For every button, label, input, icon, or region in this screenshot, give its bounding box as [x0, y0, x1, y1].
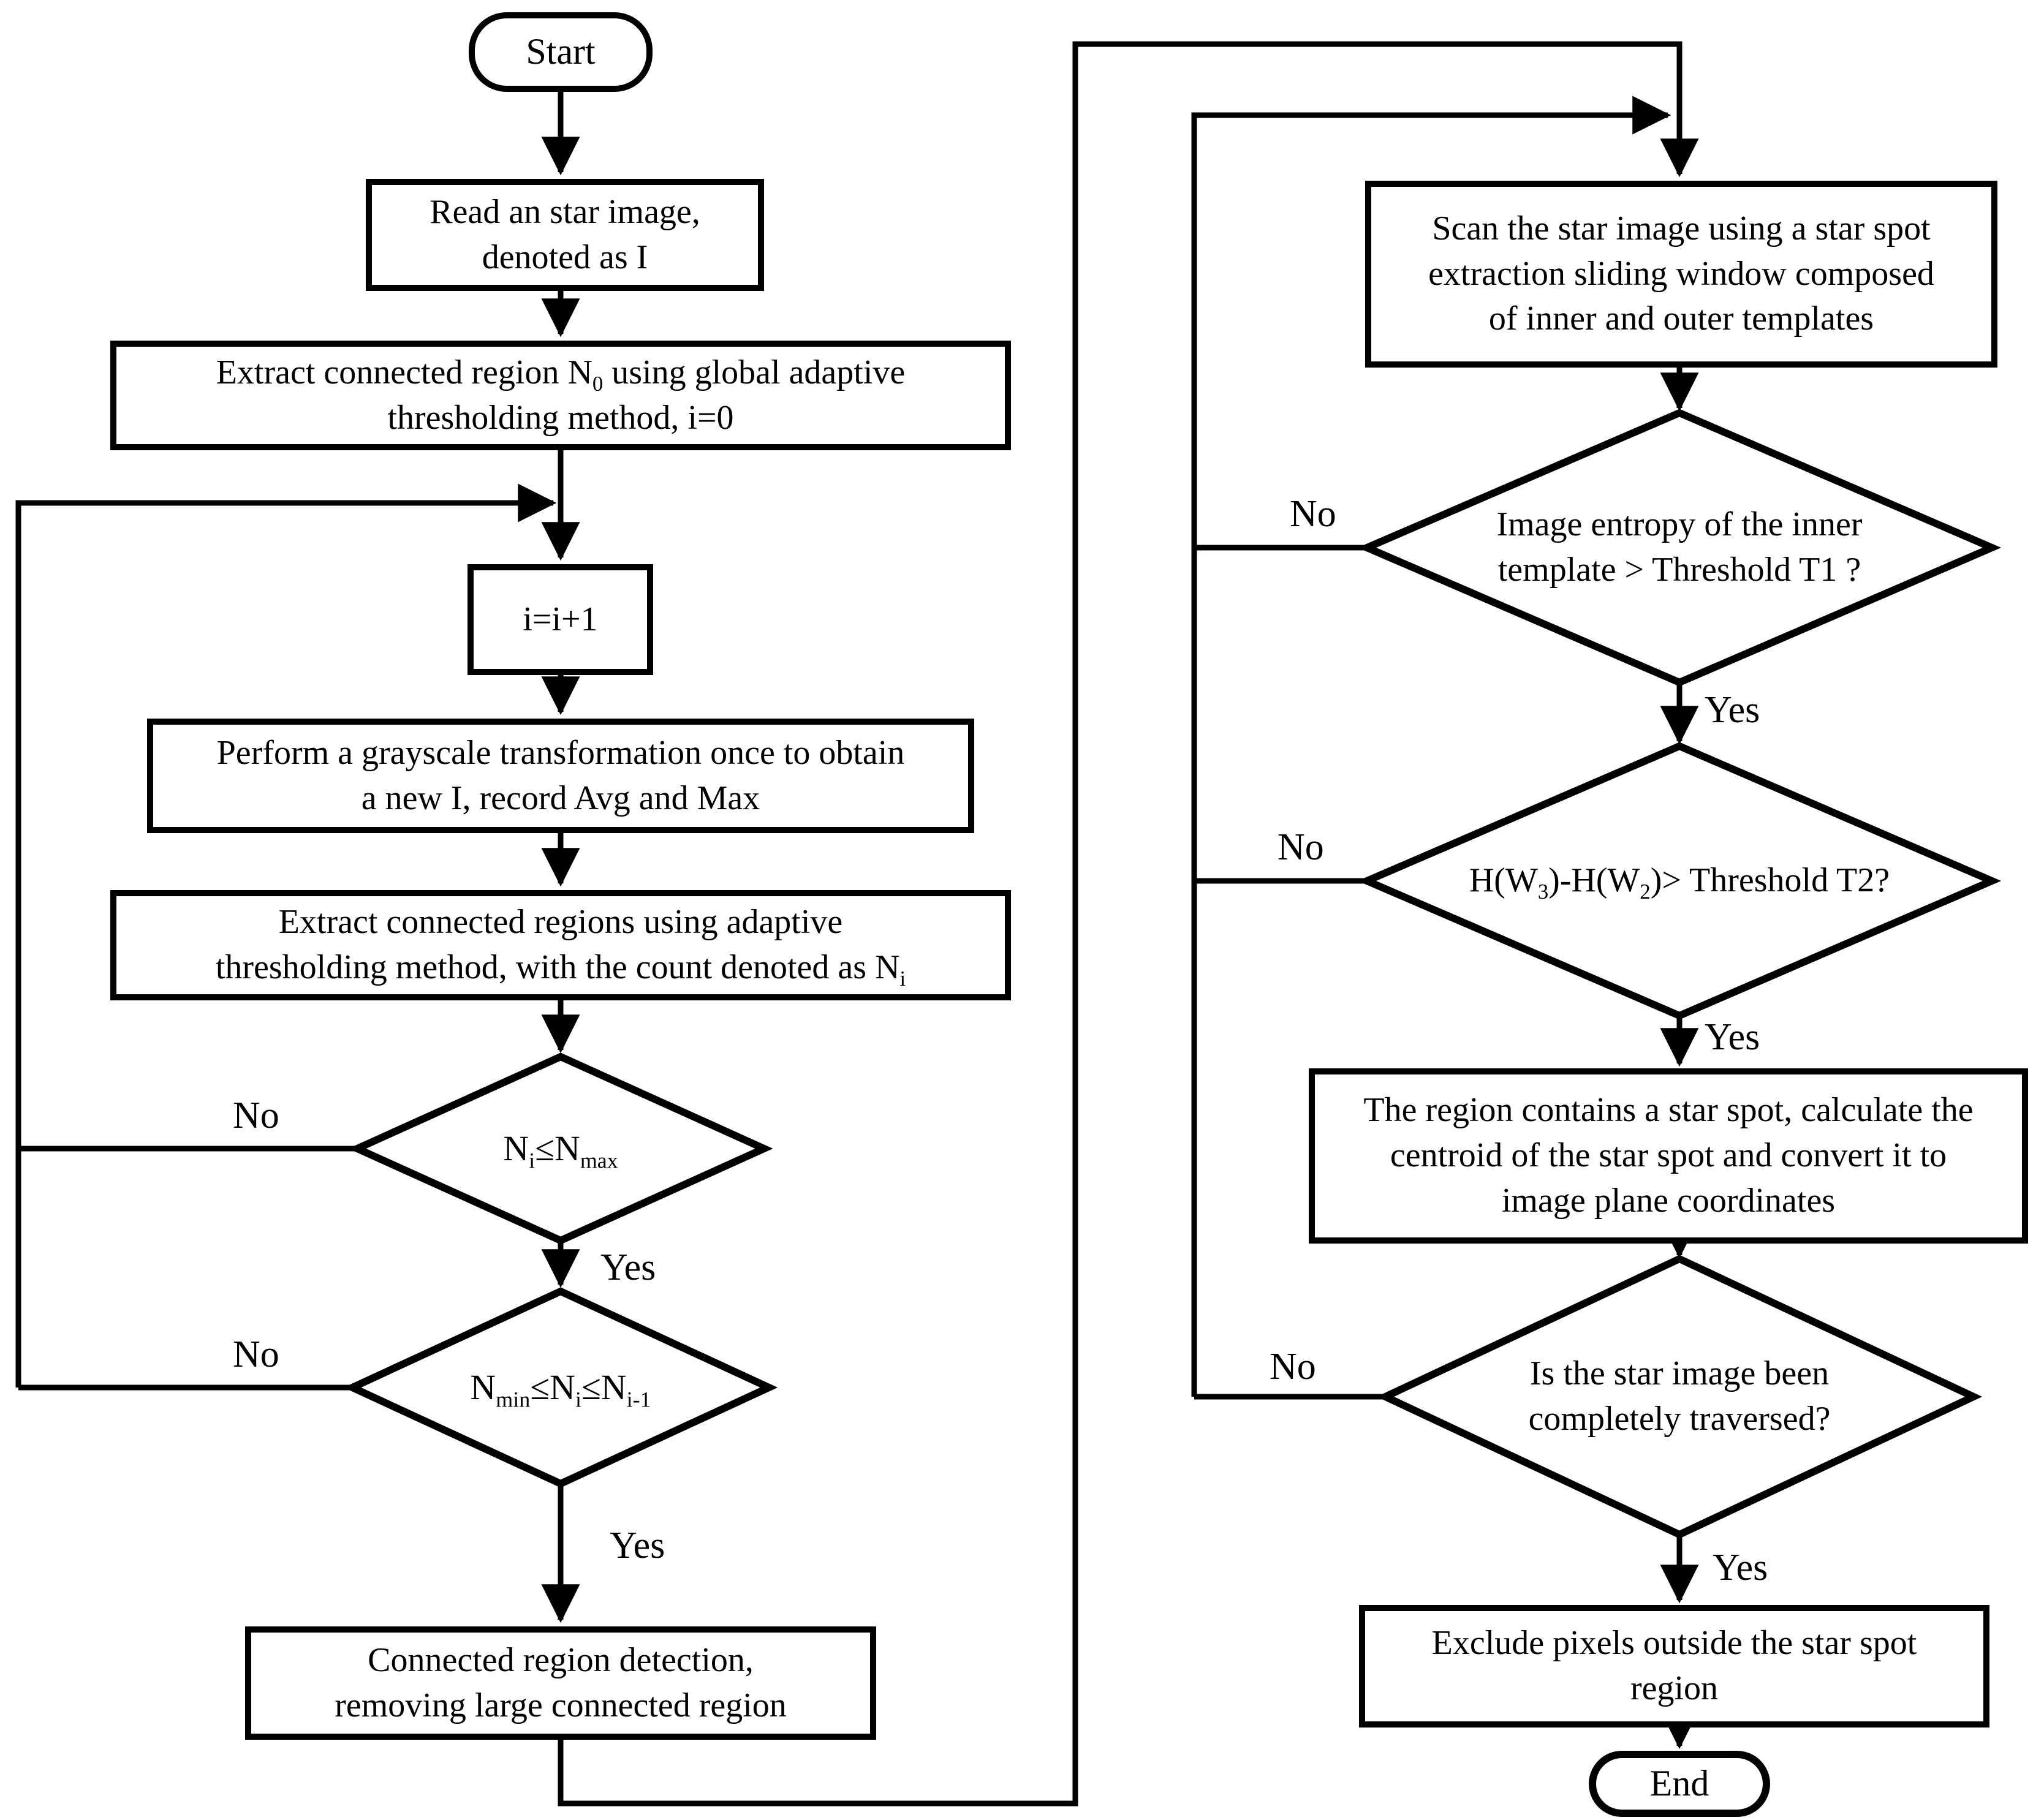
end-terminator: End: [1589, 1751, 1770, 1817]
outer-loop-line: [558, 41, 1699, 1807]
nmin-ni-decision-label: Nmin≤Ni≤Ni-1: [470, 1367, 651, 1412]
traversed-decision: [1376, 1255, 1983, 1539]
exclude-pixels-process: Exclude pixels outside the star spot reg…: [1359, 1605, 1989, 1727]
d1-yes-label: Yes: [600, 1247, 656, 1288]
ni-max-decision: [348, 1052, 773, 1245]
rescan-loop-line: [1191, 96, 1671, 1397]
centroid-line1: The region contains a star spot, calcula…: [1363, 1091, 1974, 1130]
increment-label: i=i+1: [523, 600, 598, 638]
d2-no-label: No: [233, 1334, 279, 1375]
no-loop-left-line: [15, 483, 557, 1388]
read-line1: Read an star image,: [430, 192, 700, 231]
extract-n0-line2: thresholding method, i=0: [387, 398, 734, 437]
extract-n0-line1: Extract connected region N0 using global…: [216, 353, 906, 396]
scan-image-process: Scan the star image using a star spot ex…: [1365, 181, 1997, 368]
extract-ni-process: Extract connected regions using adaptive…: [110, 890, 1011, 1000]
nmin-ni-decision: [343, 1287, 778, 1488]
read-line2: denoted as I: [482, 238, 648, 276]
grayscale-line1: Perform a grayscale transformation once …: [216, 733, 905, 772]
start-label: Start: [526, 31, 596, 72]
scan-line3: of inner and outer templates: [1488, 300, 1874, 338]
extract-ni-line1: Extract connected regions using adaptive: [278, 903, 843, 942]
d1-no-label: No: [233, 1095, 279, 1136]
scan-line2: extraction sliding window composed: [1428, 254, 1934, 293]
d4-no-label: No: [1278, 826, 1324, 868]
d4-yes-label: Yes: [1705, 1016, 1760, 1058]
d3-no-label: No: [1290, 493, 1336, 535]
read-image-process: Read an star image, denoted as I: [366, 179, 764, 291]
d3-yes-label: Yes: [1705, 689, 1760, 731]
centroid-line3: image plane coordinates: [1501, 1181, 1836, 1220]
entropy-decision: [1357, 409, 2002, 687]
entropy-diff-decision-label: H(W3)-H(W2)> Threshold T2?: [1469, 861, 1890, 904]
entropy-diff-decision: [1357, 742, 2002, 1020]
traversed-decision-label: Is the star image been completely traver…: [1528, 1354, 1831, 1438]
centroid-process: The region contains a star spot, calcula…: [1309, 1068, 2028, 1244]
ni-max-decision-label: Ni≤Nmax: [503, 1128, 618, 1173]
end-label: End: [1649, 1763, 1709, 1804]
d5-yes-label: Yes: [1713, 1547, 1768, 1588]
increment-i-process: i=i+1: [467, 564, 653, 675]
grayscale-line2: a new I, record Avg and Max: [361, 779, 760, 817]
region-detect-line2: removing large connected region: [335, 1686, 787, 1724]
d2-yes-label: Yes: [610, 1525, 665, 1566]
start-terminator: Start: [469, 12, 653, 92]
region-detection-process: Connected region detection, removing lar…: [245, 1626, 876, 1740]
exclude-line2: region: [1630, 1669, 1719, 1707]
centroid-line2: centroid of the star spot and convert it…: [1390, 1136, 1947, 1175]
exclude-line1: Exclude pixels outside the star spot: [1431, 1624, 1917, 1663]
entropy-decision-label: Image entropy of the inner template > Th…: [1496, 505, 1863, 589]
region-detect-line1: Connected region detection,: [368, 1641, 754, 1679]
extract-n0-process: Extract connected region N0 using global…: [110, 341, 1011, 450]
d5-no-label: No: [1270, 1346, 1316, 1388]
scan-line1: Scan the star image using a star spot: [1432, 209, 1931, 247]
grayscale-process: Perform a grayscale transformation once …: [147, 719, 974, 833]
extract-ni-line2: thresholding method, with the count deno…: [215, 948, 906, 991]
